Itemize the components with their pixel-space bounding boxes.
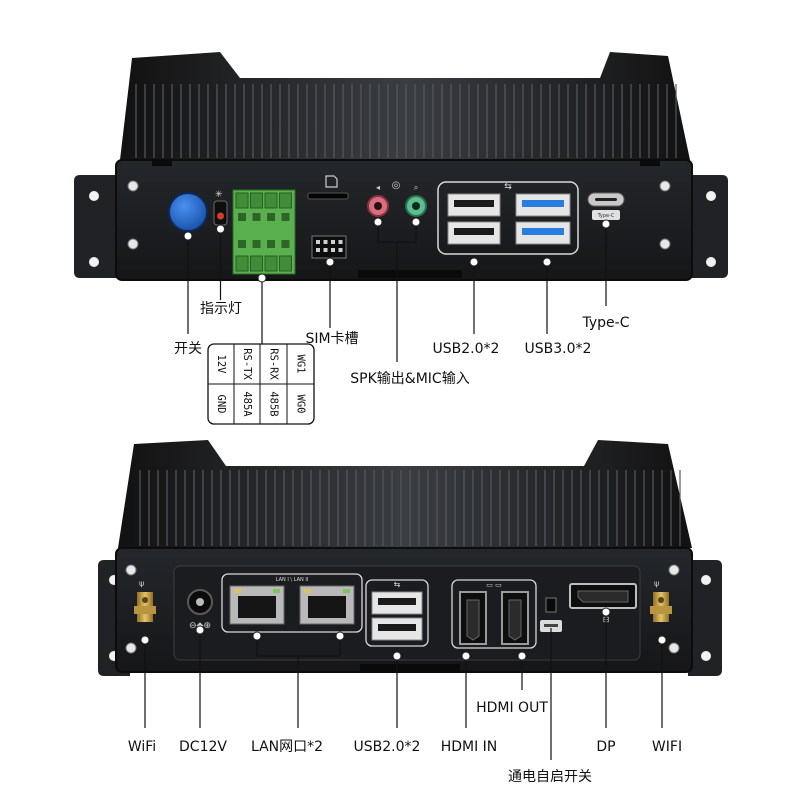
hdmi-port-group xyxy=(451,579,537,649)
typec-port-text: Type-C xyxy=(597,213,615,219)
speaker-icon: ◂ xyxy=(376,183,380,192)
pinout-cell: WG0 xyxy=(295,395,307,414)
header-pin xyxy=(323,248,328,252)
hdmi-icon: ▭ ▭ xyxy=(486,581,501,589)
label-indicator-light: 指示灯 xyxy=(200,301,242,317)
label-wifi-left: WiFi xyxy=(128,739,156,755)
label-dp: DP xyxy=(596,739,615,755)
terminal-cell xyxy=(279,192,292,209)
rear-heatsink xyxy=(118,440,692,548)
terminal-screw xyxy=(238,240,246,248)
header-pin xyxy=(338,240,343,244)
label-hdmi-in: HDMI IN xyxy=(441,739,498,755)
label-usb2-rear: USB2.0*2 xyxy=(354,739,421,755)
screw xyxy=(127,180,139,192)
front-device: ✳ ◎ ◂ ⌕ ⇆ Type-C xyxy=(74,52,728,281)
terminal-cell xyxy=(279,255,292,272)
power-button[interactable] xyxy=(168,192,208,232)
front-bracket-right xyxy=(690,175,728,278)
wifi-antenna-left[interactable] xyxy=(134,592,156,622)
terminal-screw xyxy=(281,240,290,248)
terminal-screw xyxy=(252,213,261,221)
pin-header xyxy=(311,235,347,259)
wifi-antenna-right[interactable] xyxy=(650,592,672,622)
header-pin xyxy=(331,240,335,244)
front-leader-lines xyxy=(187,218,607,362)
screw xyxy=(659,238,671,250)
terminal-screw xyxy=(281,213,290,221)
screw xyxy=(659,180,671,192)
antenna-icon: ψ xyxy=(654,579,659,588)
rear-leader-lines xyxy=(144,614,663,760)
pinout-cell: 485B xyxy=(268,391,280,416)
usb-icon: ⇆ xyxy=(394,580,401,589)
pinout-cell: 485A xyxy=(241,391,253,417)
screw xyxy=(127,238,139,250)
label-usb3: USB3.0*2 xyxy=(525,341,592,357)
usb-icon: ⇆ xyxy=(504,182,512,192)
rear-leader-dots xyxy=(140,607,667,661)
terminal-screw xyxy=(238,213,246,221)
pinout-cell: 12V xyxy=(215,355,227,375)
label-wifi-right: WIFI xyxy=(652,739,682,755)
header-pin xyxy=(331,248,335,252)
label-sim-slot: SIM卡槽 xyxy=(305,331,358,347)
label-power-switch: 开关 xyxy=(174,341,202,357)
sim-card-slot[interactable] xyxy=(307,192,349,200)
pinout-cell: GND xyxy=(215,395,227,414)
pinout-cell: RS-TX xyxy=(241,348,253,380)
header-pin xyxy=(338,248,343,252)
terminal-cell xyxy=(235,255,249,272)
terminal-screw xyxy=(267,213,275,221)
label-usb2-front: USB2.0*2 xyxy=(433,341,500,357)
terminal-screw xyxy=(267,240,275,248)
lan-port-text: LAN I \ LAN II xyxy=(276,577,309,583)
label-audio-ports: SPK输出&MIC输入 xyxy=(350,371,469,387)
label-hdmi-out: HDMI OUT xyxy=(476,700,548,716)
sim-card-icon xyxy=(325,175,338,188)
terminal-cell xyxy=(264,255,278,272)
header-pin xyxy=(316,248,320,252)
terminal-cell xyxy=(250,255,263,272)
rear-device: ψ ⊖◆⊕ LAN I \ LAN II ⇆ ▭ ▭ ⊞ xyxy=(98,440,722,676)
led-icon: ✳ xyxy=(215,190,223,200)
screw xyxy=(668,564,680,576)
label-lan: LAN网口*2 xyxy=(251,739,323,755)
auto-power-on-switch[interactable] xyxy=(545,597,557,613)
lan-port-group xyxy=(221,573,363,633)
antenna-icon: ψ xyxy=(139,579,144,588)
usb-port-group xyxy=(437,181,579,255)
front-bracket-left xyxy=(74,175,118,278)
pinout-cell: RS-RX xyxy=(268,348,280,380)
front-leader-dots xyxy=(183,217,611,283)
mic-icon: ⌕ xyxy=(414,183,418,192)
header-pin xyxy=(316,240,320,244)
screw xyxy=(125,564,137,576)
headset-icon: ◎ xyxy=(392,180,401,191)
label-dc-in: DC12V xyxy=(179,739,227,755)
screw xyxy=(668,642,680,654)
terminal-cell xyxy=(235,192,249,209)
label-typec: Type-C xyxy=(582,315,630,331)
label-auto-power-on: 通电自启开关 xyxy=(508,769,592,785)
terminal-screw xyxy=(252,240,261,248)
screw xyxy=(125,642,137,654)
header-pin xyxy=(323,240,328,244)
terminal-cell xyxy=(264,192,278,209)
terminal-cell xyxy=(250,192,263,209)
pinout-cell: WG1 xyxy=(295,355,307,374)
usb-port-group-rear xyxy=(365,579,429,647)
rear-bracket-right xyxy=(688,560,722,676)
